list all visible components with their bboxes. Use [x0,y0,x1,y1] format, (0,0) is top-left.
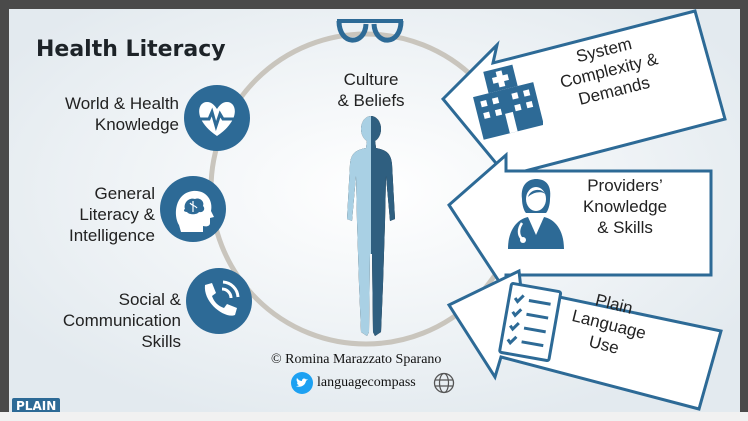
credit-author: © Romina Marazzato Sparano [271,352,442,367]
glasses-icon [336,19,404,43]
factor-label-line: Knowledge [94,115,179,134]
factor-label-line: General [94,184,155,203]
hospital-icon [473,64,543,140]
doctor-icon [508,179,564,249]
factor-label-line: Providers’ [587,176,663,195]
factor-providers-knowledge: Providers’ Knowledge & Skills [565,175,685,238]
heart-pulse-icon [184,85,250,151]
diagram-title: Health Literacy [36,37,226,62]
factor-label-line: Knowledge [582,197,668,216]
factor-label-line: World & Health [64,94,179,113]
human-figure-icon [347,116,395,336]
factor-label-line: Literacy & [79,205,155,224]
center-label-line: & Beliefs [337,91,405,110]
center-label: Culture & Beliefs [321,69,421,111]
center-label-line: Culture [343,70,399,89]
factor-label-line: Social & [118,290,181,309]
factor-label-line: & Skills [597,218,653,237]
slide: Health Literacy Culture & Beliefs [9,9,740,412]
factor-social-communication: Social & Communication Skills [29,289,181,352]
phone-icon [186,268,252,334]
factor-general-literacy: General Literacy & Intelligence [29,183,155,246]
twitter-icon[interactable] [291,372,313,394]
plain-badge: PLAIN [12,398,61,412]
factor-label-line: Communication [62,311,181,330]
checklist-icon [498,282,563,363]
factor-label-line: Intelligence [68,226,155,245]
head-brain-icon [160,176,226,242]
bottom-strip [0,412,748,421]
factor-label-line: Skills [141,332,181,351]
factor-world-health-knowledge: World & Health Knowledge [29,93,179,135]
globe-icon[interactable] [433,372,455,394]
credit-handle[interactable]: languagecompass [317,375,416,390]
